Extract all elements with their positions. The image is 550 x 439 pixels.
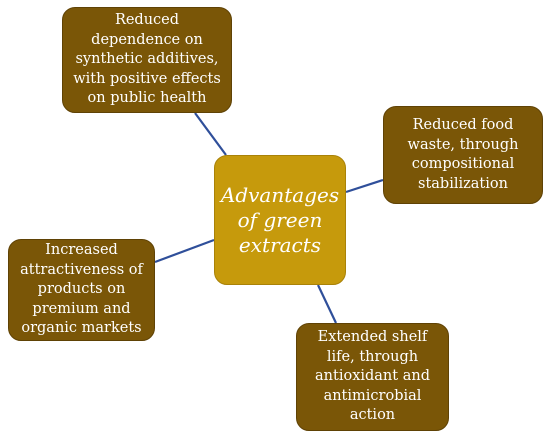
node-reduced-food-waste: Reduced food waste, through compositiona… — [383, 106, 543, 204]
node-label: Extended shelf life, through antioxidant… — [315, 329, 430, 424]
node-label: Increased attractiveness of products on … — [20, 242, 143, 337]
connector-bottom — [317, 284, 337, 324]
center-label: Advantages of green extracts — [220, 182, 340, 257]
node-increased-attractiveness: Increased attractiveness of products on … — [8, 239, 155, 341]
node-label: Reduced dependence on synthetic additive… — [73, 12, 221, 107]
connector-top — [194, 112, 227, 156]
connector-left — [154, 238, 215, 264]
node-label: Reduced food waste, through compositiona… — [407, 117, 519, 192]
node-extended-shelf-life: Extended shelf life, through antioxidant… — [296, 323, 449, 431]
center-node-advantages: Advantages of green extracts — [214, 155, 346, 285]
node-reduced-dependence: Reduced dependence on synthetic additive… — [62, 7, 232, 113]
connector-right — [345, 178, 384, 194]
